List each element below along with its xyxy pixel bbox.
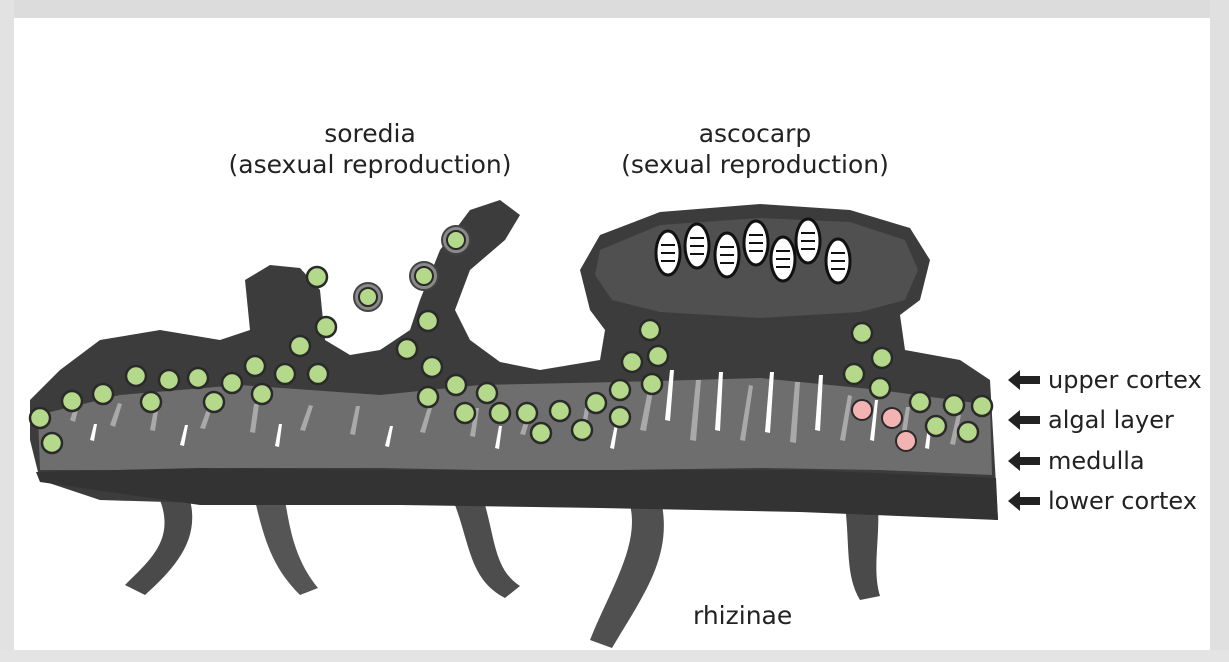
rhizinae-label: rhizinae <box>693 600 792 631</box>
frame-top <box>0 0 1229 18</box>
soredia-subtitle: (asexual reproduction) <box>215 149 525 180</box>
algal-cell <box>944 395 964 415</box>
soredia-label-block: soredia (asexual reproduction) <box>215 118 525 181</box>
soredia-title: soredia <box>215 118 525 149</box>
ascocarp-subtitle: (sexual reproduction) <box>600 149 910 180</box>
algal-cell <box>126 366 146 386</box>
algal-cell <box>517 403 537 423</box>
algal-cell <box>550 401 570 421</box>
layer-label-lower-cortex: lower cortex <box>1048 487 1197 515</box>
layer-callout-algal-layer: algal layer <box>1008 406 1174 434</box>
algal-cell <box>290 336 310 356</box>
algal-cell <box>275 364 295 384</box>
layer-callout-lower-cortex: lower cortex <box>1008 487 1197 515</box>
frame-right <box>1210 0 1229 662</box>
pink-cell <box>896 431 916 451</box>
algal-cell <box>418 311 438 331</box>
thallus-body <box>30 200 998 520</box>
algal-cell <box>926 416 946 436</box>
algal-cell <box>422 357 442 377</box>
algal-cell <box>477 383 497 403</box>
arrow-left-icon <box>1008 451 1040 471</box>
algal-cell <box>572 420 592 440</box>
pink-cell <box>852 400 872 420</box>
algal-cell <box>640 320 660 340</box>
pink-cell <box>882 408 902 428</box>
algal-cell <box>586 393 606 413</box>
soredium-cell <box>359 288 377 306</box>
algal-cell <box>610 407 630 427</box>
arrow-left-icon <box>1008 370 1040 390</box>
algal-cell <box>531 423 551 443</box>
algal-cell <box>245 356 265 376</box>
algal-cell <box>852 323 872 343</box>
layer-label-algal-layer: algal layer <box>1048 406 1174 434</box>
layer-callout-medulla: medulla <box>1008 447 1145 475</box>
algal-cell <box>455 403 475 423</box>
algal-cell <box>42 433 62 453</box>
algal-cell <box>910 392 930 412</box>
algal-cell <box>844 364 864 384</box>
algal-cell <box>870 378 890 398</box>
algal-cell <box>252 384 272 404</box>
soredium-cell <box>415 267 433 285</box>
algal-cell <box>972 396 992 416</box>
ascocarp-title: ascocarp <box>600 118 910 149</box>
layer-label-medulla: medulla <box>1048 447 1145 475</box>
arrow-left-icon <box>1008 491 1040 511</box>
algal-cell <box>316 317 336 337</box>
algal-cell <box>490 403 510 423</box>
algal-cell <box>446 375 466 395</box>
algal-cell <box>308 364 328 384</box>
algal-cell <box>622 352 642 372</box>
algal-cell <box>418 387 438 407</box>
algal-cell <box>307 267 327 287</box>
algal-cell <box>62 391 82 411</box>
frame-left <box>0 0 14 662</box>
algal-cell <box>30 408 50 428</box>
layer-label-upper-cortex: upper cortex <box>1048 366 1202 394</box>
algal-cell <box>93 384 113 404</box>
algal-cell <box>141 392 161 412</box>
algal-cell <box>397 339 417 359</box>
algal-cell <box>159 370 179 390</box>
frame-bottom <box>0 650 1229 662</box>
algal-cell <box>642 374 662 394</box>
algal-cell <box>872 348 892 368</box>
ascocarp-label-block: ascocarp (sexual reproduction) <box>600 118 910 181</box>
arrow-left-icon <box>1008 410 1040 430</box>
soredium-cell <box>447 231 465 249</box>
algal-cell <box>188 368 208 388</box>
algal-cell <box>958 422 978 442</box>
algal-cell <box>204 392 224 412</box>
algal-cell <box>648 346 668 366</box>
layer-callout-upper-cortex: upper cortex <box>1008 366 1202 394</box>
algal-cell <box>222 373 242 393</box>
algal-cell <box>610 380 630 400</box>
